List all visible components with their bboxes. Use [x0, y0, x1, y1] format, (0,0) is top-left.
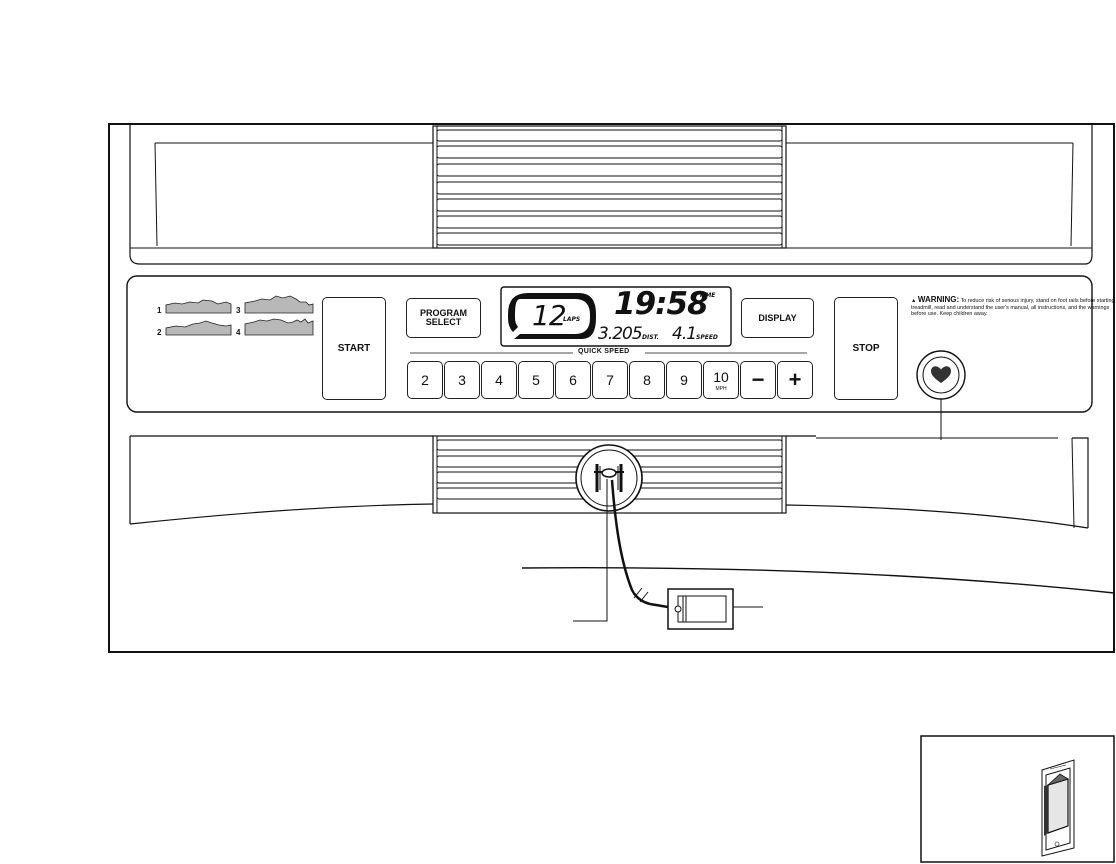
profile-number-2: 2	[157, 328, 162, 337]
speed-button-2[interactable]: 2	[407, 361, 443, 399]
safety-key-cord	[610, 479, 651, 606]
display-button-label: DISPLAY	[758, 313, 797, 323]
quick-speed-label: QUICK SPEED	[578, 348, 630, 355]
warning-title: WARNING:	[917, 295, 960, 304]
speed-button-8[interactable]: 8	[629, 361, 665, 399]
laps-track-graphic	[508, 293, 596, 339]
speed-label: SPEED	[696, 334, 718, 341]
speed-decrease-button[interactable]: −	[740, 361, 776, 399]
start-button[interactable]: START	[322, 297, 386, 400]
upper-vent-grille	[432, 125, 787, 249]
safety-key-receptacle	[575, 444, 643, 512]
warning-text: ▲ WARNING: To reduce risk of serious inj…	[911, 295, 1116, 318]
speed-button-7[interactable]: 7	[592, 361, 628, 399]
stop-button-label: STOP	[852, 343, 880, 354]
speed-increase-button[interactable]: +	[777, 361, 813, 399]
program-select-label-1: PROGRAM	[420, 308, 467, 318]
mph-label: MPH	[715, 385, 727, 392]
speed-button-9[interactable]: 9	[666, 361, 702, 399]
laps-value: 12	[532, 299, 567, 332]
speed-button-5[interactable]: 5	[518, 361, 554, 399]
workout-profile-2	[165, 320, 232, 336]
profile-number-3: 3	[236, 306, 241, 315]
profile-number-4: 4	[236, 328, 241, 337]
heart-icon	[931, 366, 951, 383]
speed-button-4[interactable]: 4	[481, 361, 517, 399]
time-label: TIME	[699, 292, 716, 299]
power-switch-icon	[1041, 759, 1075, 857]
warning-icon: ▲	[911, 298, 917, 304]
distance-value: 3.205	[598, 324, 643, 344]
laps-label: LAPS	[563, 316, 581, 323]
speed-button-10-label: 10	[713, 368, 729, 385]
speed-button-6[interactable]: 6	[555, 361, 591, 399]
speed-button-10[interactable]: 10 MPH	[703, 361, 739, 399]
start-button-label: START	[337, 343, 371, 354]
workout-profile-1	[165, 299, 232, 314]
stop-button[interactable]: STOP	[834, 297, 898, 400]
time-value: 19:58	[614, 286, 709, 322]
workout-profile-4	[244, 318, 314, 336]
distance-label: DIST.	[642, 334, 659, 341]
program-select-label-2: SELECT	[425, 317, 462, 327]
safety-clip	[667, 588, 734, 630]
lcd-display	[500, 286, 732, 347]
display-button[interactable]: DISPLAY	[741, 298, 814, 338]
speed-button-3[interactable]: 3	[444, 361, 480, 399]
workout-profile-3	[244, 295, 314, 314]
profile-number-1: 1	[157, 306, 162, 315]
power-switch-inset	[920, 735, 1115, 863]
speed-value: 4.1	[672, 324, 697, 344]
warning-body: To reduce risk of serious injury, stand …	[911, 298, 1115, 318]
program-select-button[interactable]: PROGRAM SELECT	[406, 298, 481, 338]
